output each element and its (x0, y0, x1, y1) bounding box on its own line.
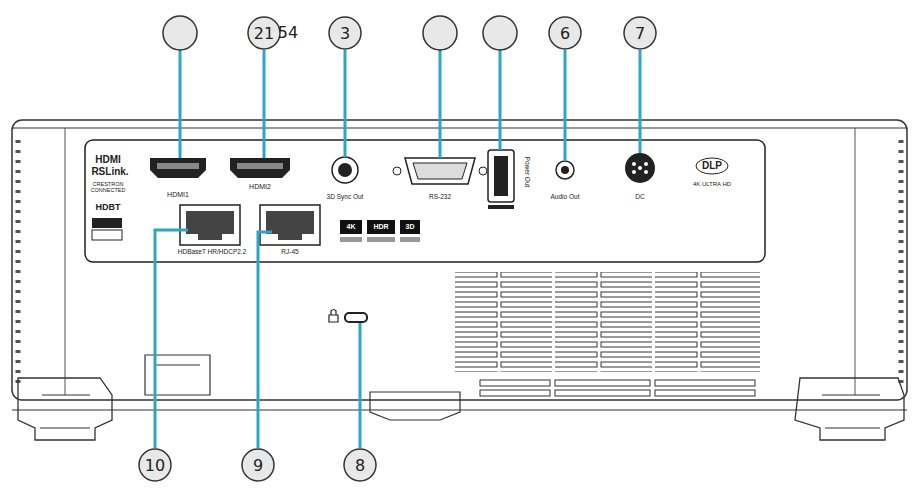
foot-detail (822, 395, 880, 428)
side-grille (899, 140, 904, 385)
logo-text: CRESTRON CONNECTED (88, 182, 128, 194)
dc-port (625, 153, 655, 183)
callout-circle: 7 (623, 16, 657, 50)
sync-port (332, 157, 358, 183)
logo-text: HDBT (96, 203, 121, 212)
audio-jack (556, 161, 574, 179)
callout-number: 9 (241, 448, 275, 482)
port-label: Audio Out (551, 194, 580, 201)
leader-lines (155, 50, 640, 448)
logo-text: RSLink. (91, 167, 128, 178)
screw (393, 167, 401, 175)
port-label: 3D Sync Out (327, 194, 364, 201)
vent-slot (555, 390, 650, 396)
foot (18, 378, 112, 440)
logo-mark (92, 230, 122, 240)
callout-circle: 10 (138, 448, 172, 482)
badge-text: 4K (347, 223, 356, 230)
vent-grille (655, 272, 760, 372)
callout-number: 6 (548, 16, 582, 50)
side-grille (16, 140, 21, 385)
callout-circle: 3 (328, 16, 362, 50)
rj45-port (260, 205, 320, 245)
foot-detail (40, 395, 90, 428)
dlp-logo (696, 158, 728, 174)
usb-port (488, 150, 514, 202)
hdmi-port (150, 158, 206, 178)
vent-slot (655, 380, 755, 386)
vent-grille (555, 272, 652, 372)
port-label: Power Out (524, 157, 531, 188)
port-label: RJ-45 (281, 249, 298, 256)
badge (367, 220, 395, 234)
foot (795, 378, 904, 440)
callout-number: 21 (247, 16, 281, 50)
logo-text: HDMI (95, 155, 121, 166)
security-slot (345, 313, 367, 322)
serial-port (405, 158, 475, 184)
callout-circle: 21 (247, 16, 281, 50)
side-panel (855, 128, 856, 395)
callout-number: 54 (278, 25, 298, 42)
logo-text: DLP (702, 161, 722, 172)
lock-icon (329, 310, 338, 323)
callout-number: 7 (623, 16, 657, 50)
port-label: HDBaseT HR/HDCP2.2 (178, 249, 247, 256)
screw (479, 167, 487, 175)
projector-body (12, 120, 907, 400)
vent-slot (480, 380, 550, 386)
rj45-port (180, 205, 240, 245)
usb-mark (488, 205, 514, 209)
port-label: RS-232 (429, 194, 451, 201)
vent-slot (555, 380, 650, 386)
badge (340, 220, 362, 234)
callout-circle (423, 16, 457, 50)
hdmi-port (230, 158, 290, 178)
callout-circle: 9 (241, 448, 275, 482)
hdmi-pins (237, 163, 283, 169)
port-label: HDMI2 (249, 183, 271, 190)
vent-grille (455, 272, 552, 372)
callout-circle: 8 (343, 448, 377, 482)
badge-text: HDR (373, 223, 388, 230)
callout-number: 3 (328, 16, 362, 50)
port-label: HDMI1 (167, 191, 189, 198)
badge (400, 220, 420, 234)
callout-circle (483, 16, 517, 50)
foot (370, 392, 460, 420)
vent-slot (655, 390, 755, 396)
rj45-socket (186, 211, 234, 240)
side-panel (65, 128, 66, 395)
callout-circle: 6 (548, 16, 582, 50)
hdmi-pins (157, 163, 199, 169)
sync-pins (338, 163, 352, 177)
audio-hole (561, 166, 569, 174)
connector-panel (85, 140, 765, 262)
usb-tongue (494, 156, 508, 196)
logo-text: 4K ULTRA HD (693, 181, 731, 187)
logo-mark (92, 218, 122, 228)
badge-text: 3D (406, 223, 415, 230)
body-edge (12, 128, 907, 129)
callout-number: 10 (138, 448, 172, 482)
rj45-socket (266, 211, 314, 240)
callout-number: 8 (343, 448, 377, 482)
serial-pins (413, 163, 467, 179)
callout-circle (163, 16, 197, 50)
vent-slot (480, 390, 550, 396)
port-label: DC (635, 194, 644, 201)
